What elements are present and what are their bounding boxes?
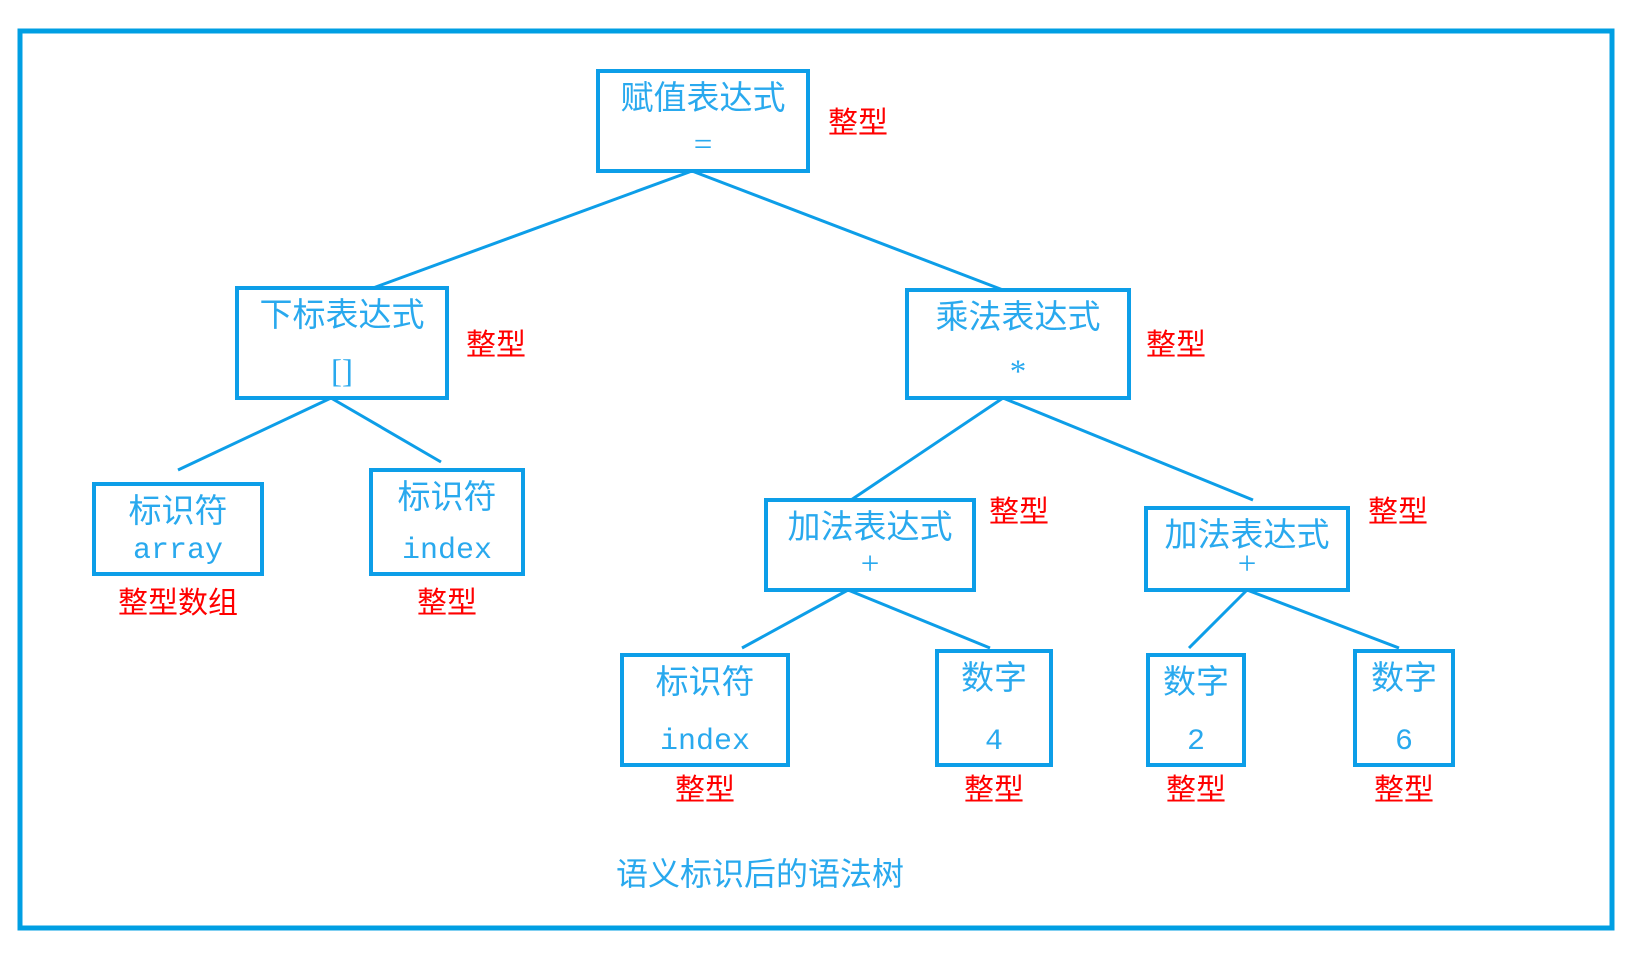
node-detail-ident-index-2: index (660, 725, 750, 759)
tree-node-subscript[interactable]: 下标表达式 [] 整型 (235, 286, 526, 400)
node-title-ident-array: 标识符 (129, 493, 228, 530)
type-annotation-num-4: 整型 (964, 774, 1024, 807)
node-title-num-6: 数字 (1371, 660, 1437, 697)
tree-node-num-4[interactable]: 数字 4 整型 (935, 649, 1053, 807)
tree-edge-add-left-to-num4 (847, 588, 991, 650)
node-detail-multiply: * (1010, 354, 1027, 390)
node-box-add-right (1144, 506, 1350, 592)
node-detail-ident-index-1: index (402, 534, 492, 568)
tree-node-multiply[interactable]: 乘法表达式 * 整型 (905, 288, 1206, 400)
tree-edge-multiply-to-add-left (850, 396, 1004, 502)
node-title-add-right: 加法表达式 (1165, 517, 1330, 554)
tree-node-num-6[interactable]: 数字 6 整型 (1353, 649, 1455, 807)
type-annotation-ident-index-2: 整型 (675, 774, 735, 807)
node-detail-num-6: 6 (1395, 725, 1413, 759)
tree-edge-multiply-to-add-right (1002, 396, 1254, 502)
tree-edge-add-right-to-num2 (1187, 588, 1249, 650)
node-box-subscript (235, 286, 449, 400)
tree-edge-assign-to-multiply (691, 169, 1004, 292)
diagram-frame (17, 28, 1615, 931)
node-title-subscript: 下标表达式 (260, 297, 425, 334)
edges-group (177, 169, 1400, 650)
type-annotation-num-6: 整型 (1374, 774, 1434, 807)
node-detail-num-4: 4 (985, 725, 1003, 759)
node-detail-add-right: + (1238, 546, 1257, 582)
node-box-add-left (764, 498, 976, 592)
node-box-num-2 (1146, 653, 1246, 767)
tree-node-assign[interactable]: 赋值表达式 = 整型 (596, 69, 888, 173)
tree-node-add-left[interactable]: 加法表达式+ 整型 (764, 496, 1049, 592)
node-title-num-2: 数字 (1163, 664, 1229, 701)
node-title-assign: 赋值表达式 (621, 80, 786, 117)
type-annotation-ident-array: 整型数组 (118, 587, 238, 620)
node-box-ident-array (92, 482, 264, 576)
type-annotation-add-left: 整型 (989, 496, 1049, 529)
type-annotation-add-right: 整型 (1368, 496, 1428, 529)
tree-edge-assign-to-subscript (372, 169, 693, 290)
node-title-add-left: 加法表达式 (788, 509, 953, 546)
nodes-group: 赋值表达式=整型下标表达式[]整型乘法表达式*整型标识符array整型数组标识符… (92, 69, 1455, 807)
tree-edge-add-left-to-index (741, 588, 849, 650)
tree-node-ident-index-2[interactable]: 标识符 index 整型 (620, 653, 790, 807)
node-box-ident-index-1 (369, 468, 525, 576)
tree-edge-add-right-to-num6 (1246, 588, 1400, 650)
tree-edge-subscript-to-index (330, 396, 442, 464)
type-annotation-num-2: 整型 (1166, 774, 1226, 807)
node-detail-add-left: + (861, 546, 880, 582)
node-title-num-4: 数字 (961, 660, 1027, 697)
type-annotation-subscript: 整型 (466, 329, 526, 362)
tree-edge-subscript-to-array (177, 396, 332, 472)
tree-node-num-2[interactable]: 数字 2 整型 (1146, 653, 1246, 807)
node-box-assign (596, 69, 810, 173)
type-annotation-assign: 整型 (828, 107, 888, 140)
node-title-multiply: 乘法表达式 (936, 299, 1101, 336)
node-detail-subscript: [] (331, 354, 353, 390)
node-box-num-6 (1353, 649, 1455, 767)
tree-node-add-right[interactable]: 加法表达式+ 整型 (1144, 496, 1428, 592)
node-box-num-4 (935, 649, 1053, 767)
node-detail-num-2: 2 (1187, 725, 1205, 759)
type-annotation-ident-index-1: 整型 (417, 587, 477, 620)
tree-node-ident-array[interactable]: 标识符 array 整型数组 (92, 482, 264, 620)
diagram-caption: 语义标识后的语法树 (616, 856, 904, 892)
node-detail-ident-array: array (133, 534, 223, 568)
node-detail-assign: = (694, 127, 713, 163)
node-title-ident-index-1: 标识符 (398, 479, 497, 516)
type-annotation-multiply: 整型 (1146, 329, 1206, 362)
tree-node-ident-index-1[interactable]: 标识符 index 整型 (369, 468, 525, 620)
node-title-ident-index-2: 标识符 (656, 664, 755, 701)
node-box-multiply (905, 288, 1131, 400)
node-box-ident-index-2 (620, 653, 790, 767)
